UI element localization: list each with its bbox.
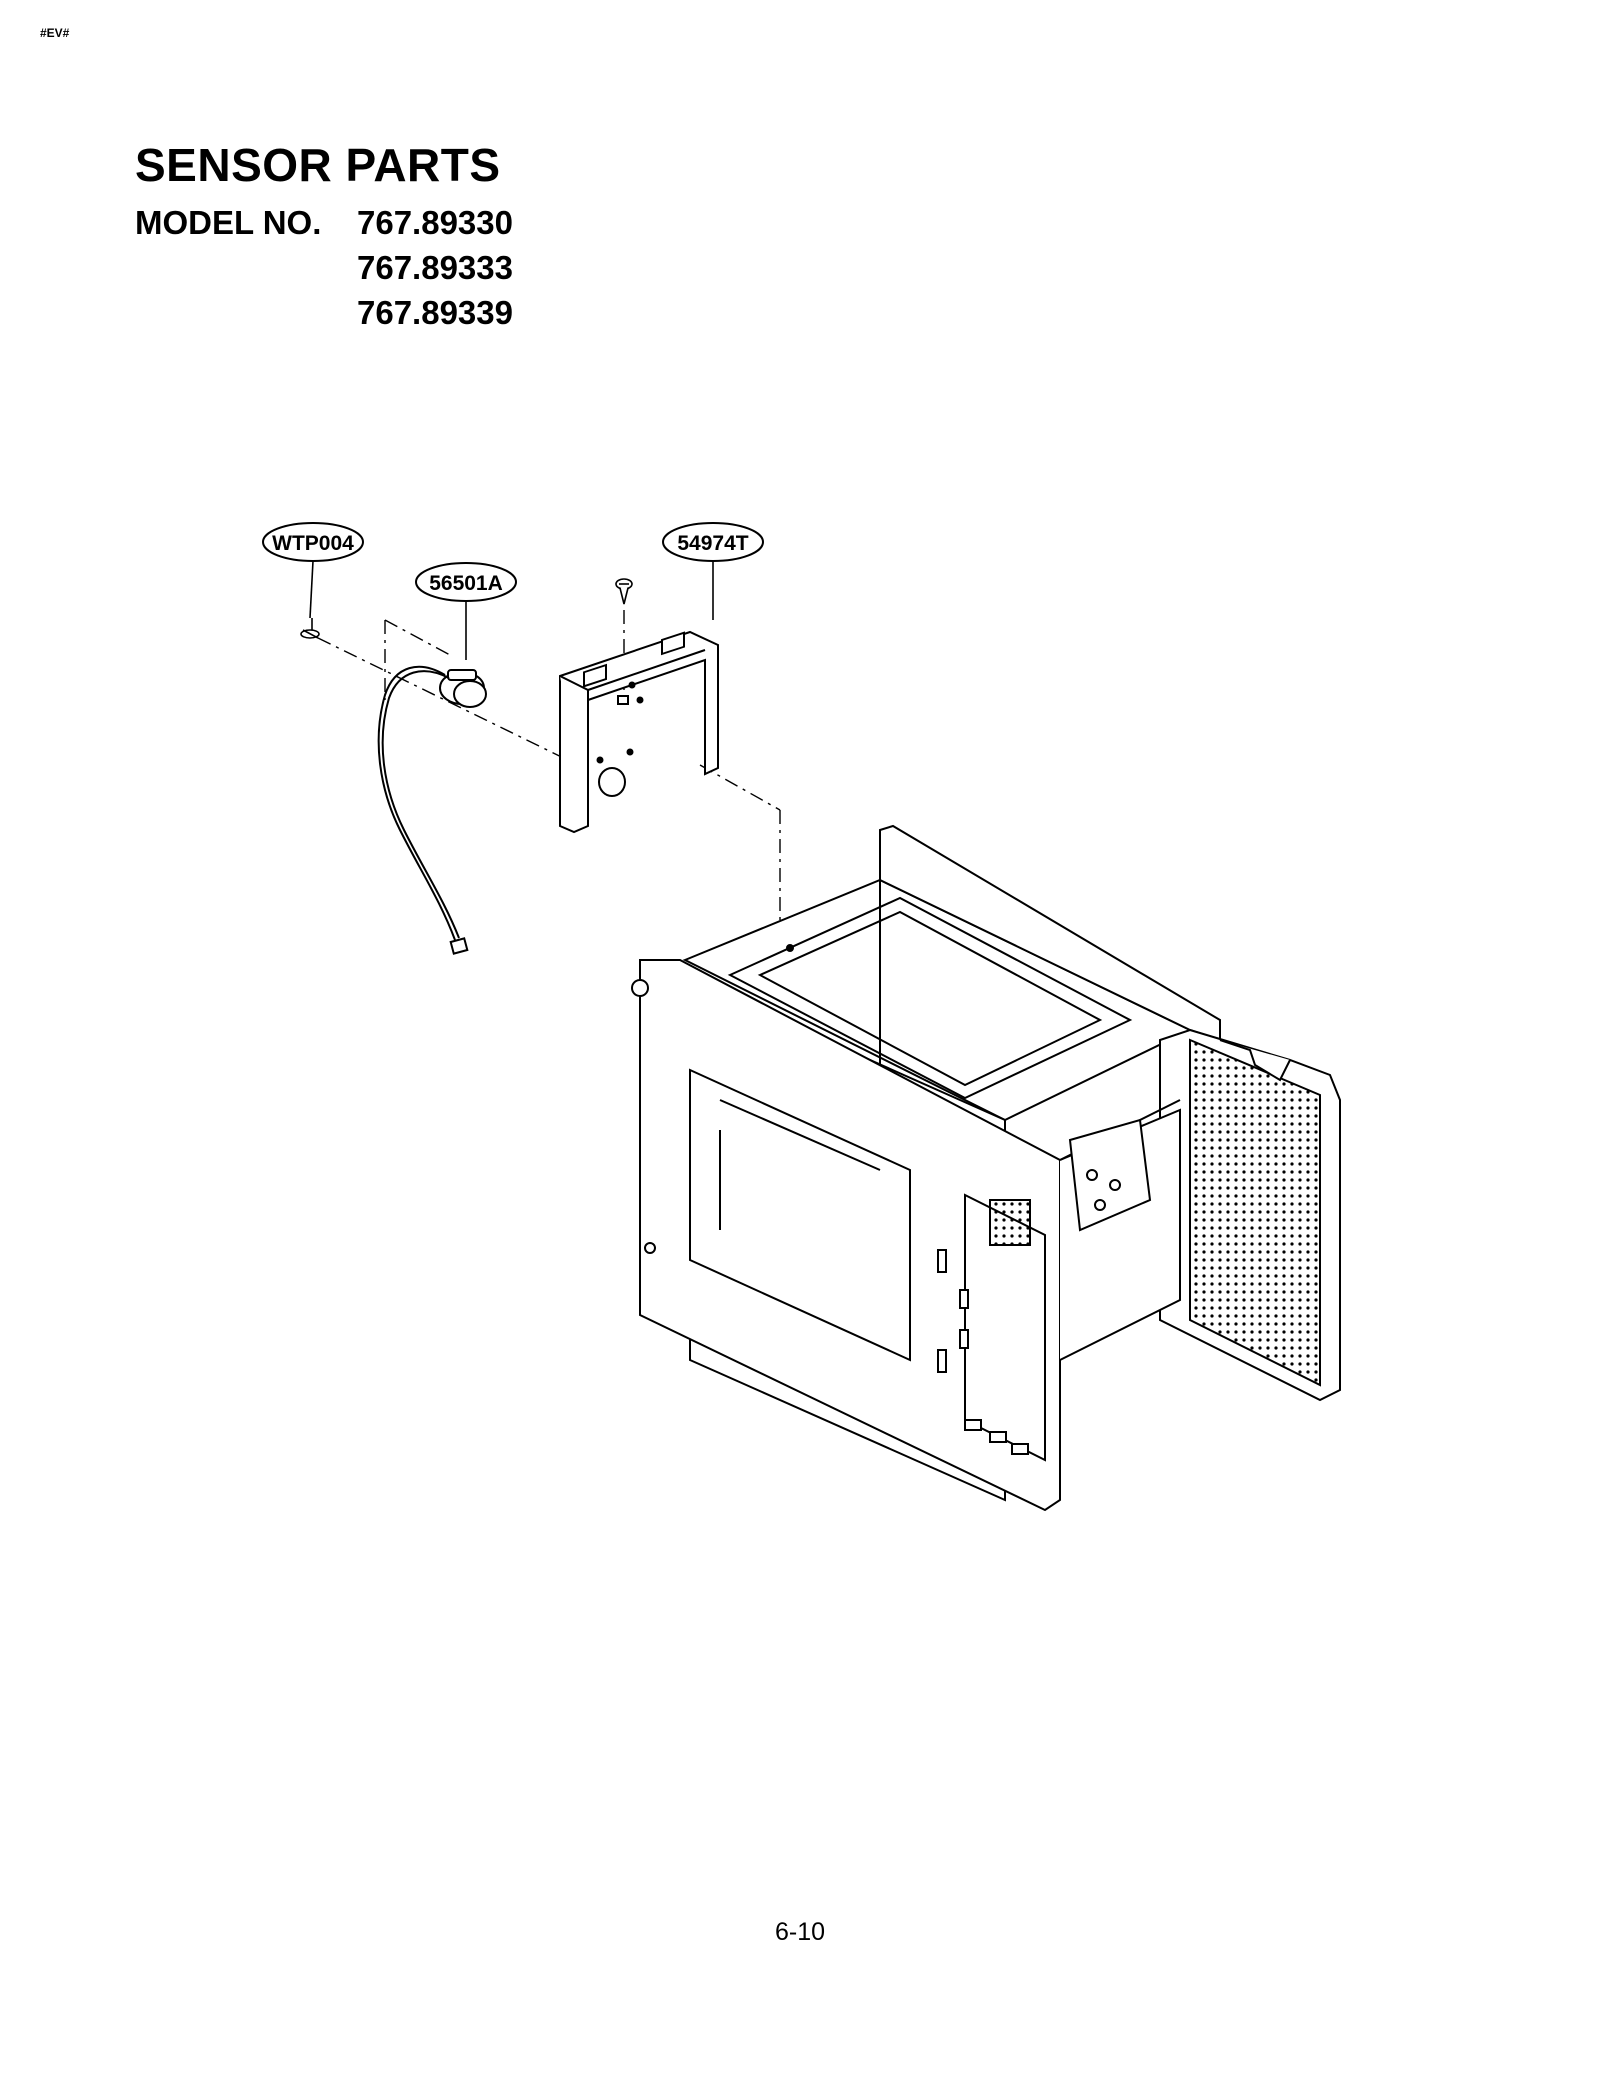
model-number-3: 767.89339 bbox=[357, 294, 513, 331]
document-code-tag: #EV# bbox=[40, 26, 70, 40]
page-number: 6-10 bbox=[774, 1918, 826, 1946]
part-callout-54974t: 54974T bbox=[662, 522, 764, 562]
microwave-cavity bbox=[631, 824, 1341, 1512]
model-number-1: 767.89330 bbox=[357, 204, 513, 241]
sensor-bracket-54974t bbox=[559, 630, 719, 834]
part-label-56501a: 56501A bbox=[429, 572, 503, 595]
humidity-sensor-56501a bbox=[377, 665, 487, 955]
page-title: SENSOR PARTS bbox=[135, 139, 501, 191]
part-callout-wtp004: WTP004 bbox=[262, 522, 364, 562]
model-number-label: MODEL NO. bbox=[135, 204, 322, 241]
part-label-wtp004: WTP004 bbox=[272, 532, 354, 555]
bracket-screw bbox=[615, 578, 633, 605]
model-number-2: 767.89333 bbox=[357, 249, 513, 286]
part-callout-56501a: 56501A bbox=[415, 562, 517, 602]
part-label-54974t: 54974T bbox=[677, 532, 748, 555]
screw-wtp004 bbox=[300, 618, 320, 639]
leader-lines bbox=[309, 560, 714, 660]
